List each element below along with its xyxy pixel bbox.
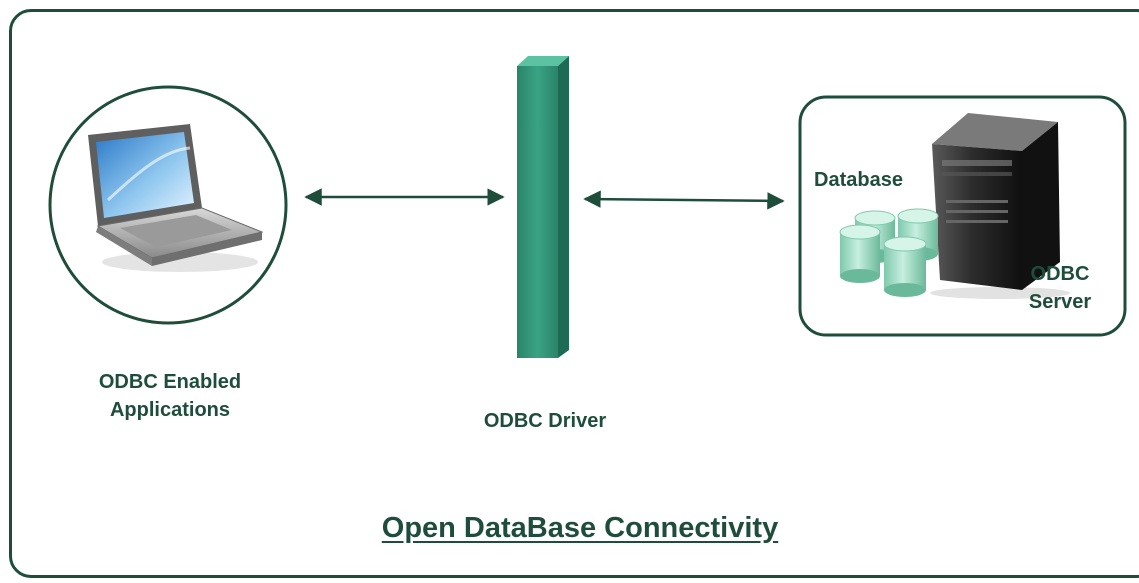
- database-label: Database: [814, 169, 903, 191]
- applications-node: [48, 85, 288, 325]
- server-tower-icon: [930, 113, 1070, 299]
- server-label: ODBC Server: [1012, 260, 1108, 316]
- driver-label: ODBC Driver: [483, 410, 607, 432]
- arrow-driver-server: [583, 190, 785, 210]
- diagram-title: Open DataBase Connectivity: [381, 512, 779, 544]
- laptop-icon: [88, 124, 264, 272]
- applications-label-line1: ODBC Enabled: [98, 371, 242, 393]
- server-label-line2: Server: [1028, 291, 1092, 313]
- applications-label-line2: Applications: [109, 399, 230, 421]
- applications-label: ODBC Enabled Applications: [70, 368, 270, 424]
- server-node: [798, 95, 1127, 337]
- database-cylinders-icon: [839, 208, 939, 297]
- odbc-driver-bar: [517, 56, 569, 358]
- server-label-line1: ODBC: [1030, 263, 1090, 285]
